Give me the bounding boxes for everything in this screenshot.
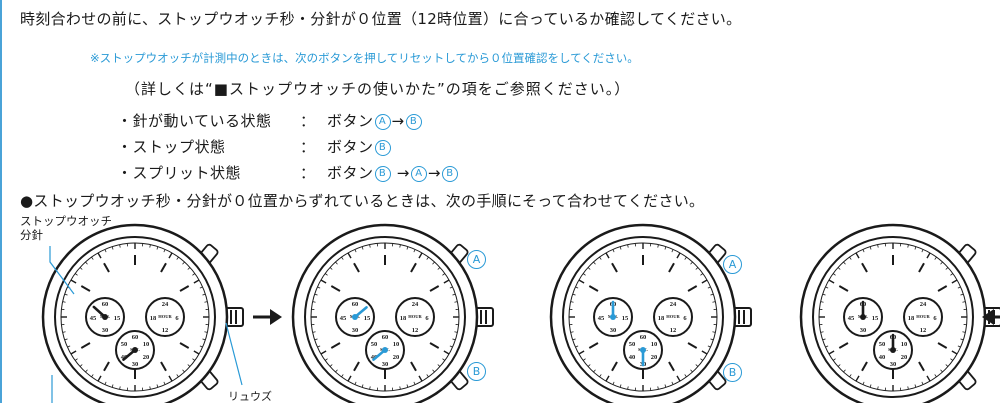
- hour-subdial-number: 18: [400, 315, 407, 322]
- hour-subdial-number: 12: [670, 327, 677, 334]
- hour-subdial-caption: HOUR: [158, 314, 172, 319]
- minute-subdial-number: 30: [102, 327, 109, 334]
- hour-subdial-caption: HOUR: [408, 314, 422, 319]
- button-a-marker-3: A: [723, 255, 742, 274]
- second-subdial-number: 60: [640, 334, 647, 341]
- hour-subdial-number: 18: [908, 315, 915, 322]
- minute-subdial-number: 45: [340, 315, 347, 322]
- second-subdial-number: 10: [901, 341, 908, 348]
- second-subdial-number: 10: [393, 341, 400, 348]
- hour-subdial-number: 12: [920, 327, 927, 334]
- hour-subdial-caption: HOUR: [666, 314, 680, 319]
- second-subdial-number: 50: [121, 341, 128, 348]
- minute-subdial-hand-pivot: [610, 314, 616, 320]
- minute-subdial-hand-pivot: [102, 314, 108, 320]
- minute-subdial-number: 45: [848, 315, 855, 322]
- second-subdial-number: 20: [143, 354, 150, 361]
- second-subdial-number: 50: [879, 341, 886, 348]
- crown-leader: [226, 323, 242, 385]
- hour-subdial-number: 12: [412, 327, 419, 334]
- second-subdial-number: 30: [132, 361, 139, 368]
- minute-subdial-hand-pivot: [352, 314, 358, 320]
- button-a-marker-2: A: [467, 250, 486, 269]
- second-subdial-number: 60: [132, 334, 139, 341]
- hour-subdial-number: 12: [162, 327, 169, 334]
- hour-subdial-number: 18: [150, 315, 157, 322]
- minute-subdial-number: 60: [102, 301, 109, 308]
- second-subdial-hand-pivot: [890, 347, 896, 353]
- second-subdial-number: 30: [890, 361, 897, 368]
- second-subdial-number: 40: [629, 354, 636, 361]
- second-subdial-number: 50: [629, 341, 636, 348]
- watch-diagram-1: 60153045MIN.2461218HOUR601020304050SEC.: [43, 225, 243, 403]
- second-subdial-number: 10: [651, 341, 658, 348]
- second-subdial-number: 10: [143, 341, 150, 348]
- minute-subdial-hand-pivot: [860, 314, 866, 320]
- second-subdial-hand-pivot: [640, 347, 646, 353]
- second-subdial-number: 20: [651, 354, 658, 361]
- button-b-marker-2: B: [467, 362, 486, 381]
- hour-subdial-caption: HOUR: [916, 314, 930, 319]
- second-subdial-number: 60: [382, 334, 389, 341]
- hour-subdial-number: 18: [658, 315, 665, 322]
- watch-diagram-4: 60153045MIN.2461218HOUR601020304050SEC.: [801, 225, 1000, 403]
- watch-diagram-2: 60153045MIN.2461218HOUR601020304050SEC.: [293, 225, 493, 403]
- hour-subdial-number: 24: [162, 301, 169, 308]
- right-arrow-head: [270, 309, 282, 325]
- minute-subdial-number: 45: [90, 315, 97, 322]
- minute-subdial-number: 30: [860, 327, 867, 334]
- minute-subdial-number: 30: [610, 327, 617, 334]
- hour-subdial-number: 24: [670, 301, 677, 308]
- minute-subdial-number: 60: [352, 301, 359, 308]
- second-subdial-number: 40: [879, 354, 886, 361]
- minute-subdial-number: 15: [622, 315, 629, 322]
- minute-subdial-number: 30: [352, 327, 359, 334]
- minute-subdial-number: 15: [872, 315, 879, 322]
- second-subdial-number: 20: [393, 354, 400, 361]
- minute-subdial-number: 15: [364, 315, 371, 322]
- second-subdial-number: 20: [901, 354, 908, 361]
- second-subdial-hand-pivot: [382, 347, 388, 353]
- second-subdial-number: 50: [371, 341, 378, 348]
- minute-subdial-number: 15: [114, 315, 121, 322]
- minute-subdial-number: 45: [598, 315, 605, 322]
- second-subdial-number: 30: [382, 361, 389, 368]
- watch-diagram-3: 60153045MIN.2461218HOUR601020304050SEC.: [551, 225, 751, 403]
- button-b-marker-3: B: [723, 363, 742, 382]
- hour-subdial-number: 24: [412, 301, 419, 308]
- second-subdial-hand-pivot: [132, 347, 138, 353]
- hour-subdial-number: 24: [920, 301, 927, 308]
